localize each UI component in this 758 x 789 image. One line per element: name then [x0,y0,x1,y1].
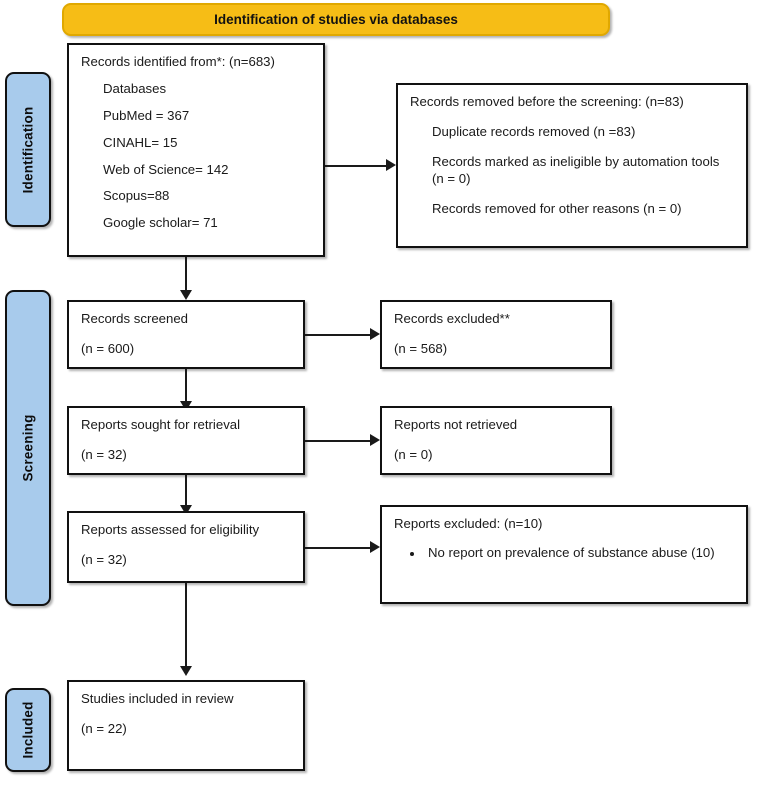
reports-not-retrieved-title: Reports not retrieved [394,417,518,432]
box-reports-sought: Reports sought for retrieval (n = 32) [67,406,305,475]
records-identified-item-4: Scopus=88 [103,188,170,204]
records-identified-item-3: Web of Science= 142 [103,161,229,177]
phase-label-screening: Screening [20,414,36,482]
box-reports-assessed: Reports assessed for eligibility (n = 32… [67,511,305,583]
records-identified-item-5: Google scholar= 71 [103,215,218,231]
records-screened-title: Records screened [81,311,189,326]
reports-assessed-title: Reports assessed for eligibility [81,522,260,537]
records-identified-title: Records identified from*: (n=683) [81,54,275,69]
phase-label-included: Included [20,701,36,759]
bullet-icon [410,551,414,556]
reports-sought-title: Reports sought for retrieval [81,417,241,432]
reports-excluded-title: Reports excluded: (n=10) [394,516,543,531]
arrow-identified-to-screened [180,290,192,300]
connector-assessed-to-excluded [305,547,370,549]
phase-label-identification: Identification [20,106,36,193]
box-records-removed: Records removed before the screening: (n… [396,83,748,248]
connector-screened-to-excluded [305,334,370,336]
records-excluded-title: Records excluded** [394,311,510,326]
arrow-assessed-to-excluded [370,541,380,553]
connector-sought-to-not-retrieved [305,440,370,442]
connector-sought-to-assessed [185,475,187,507]
connector-identified-to-screened [185,257,187,291]
records-identified-item-2: CINAHL= 15 [103,134,178,150]
phase-bar-included: Included [5,688,51,772]
box-records-identified: Records identified from*: (n=683) Databa… [67,43,325,257]
records-excluded-count: (n = 568) [394,340,448,356]
arrow-screened-to-excluded [370,328,380,340]
records-removed-item-0: Duplicate records removed (n =83) [432,123,636,139]
box-reports-excluded: Reports excluded: (n=10) No report on pr… [380,505,748,604]
studies-included-count: (n = 22) [81,720,127,736]
connector-screened-to-sought [185,369,187,403]
phase-bar-screening: Screening [5,290,51,606]
arrow-identified-to-removed [386,159,396,171]
box-records-screened: Records screened (n = 600) [67,300,305,369]
header-banner: Identification of studies via databases [62,3,610,36]
box-records-excluded: Records excluded** (n = 568) [380,300,612,369]
studies-included-title: Studies included in review [81,691,234,706]
records-removed-title: Records removed before the screening: (n… [410,94,684,109]
reports-excluded-reason-0: No report on prevalence of substance abu… [394,545,734,562]
box-studies-included: Studies included in review (n = 22) [67,680,305,771]
arrow-assessed-to-included [180,666,192,676]
records-identified-item-1: PubMed = 367 [103,107,190,123]
records-screened-count: (n = 600) [81,340,135,356]
header-banner-label: Identification of studies via databases [214,12,458,27]
arrow-sought-to-not-retrieved [370,434,380,446]
reports-assessed-count: (n = 32) [81,551,127,567]
records-identified-item-0: Databases [103,80,167,96]
box-reports-not-retrieved: Reports not retrieved (n = 0) [380,406,612,475]
arrow-sought-to-assessed [180,505,192,515]
reports-sought-count: (n = 32) [81,446,127,462]
reports-excluded-reason-text: No report on prevalence of substance abu… [428,544,715,560]
phase-bar-identification: Identification [5,72,51,227]
connector-assessed-to-included [185,583,187,667]
records-removed-item-2: Records removed for other reasons (n = 0… [432,200,682,216]
connector-identified-to-removed [325,165,386,167]
records-removed-item-1: Records marked as ineligible by automati… [432,153,724,186]
reports-not-retrieved-count: (n = 0) [394,446,433,462]
